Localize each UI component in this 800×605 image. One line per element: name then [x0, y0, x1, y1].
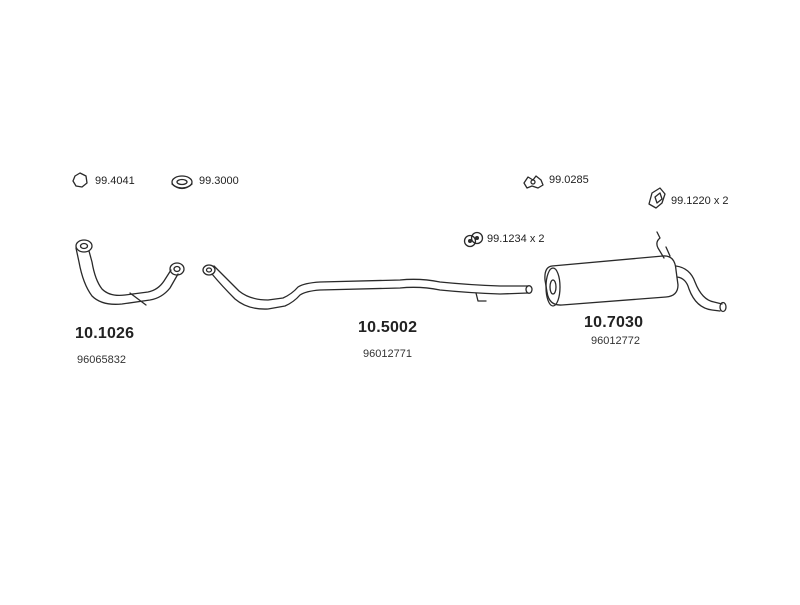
- front-pipe-drawing: [75, 239, 185, 306]
- flange-gasket-code: 99.1220 x 2: [671, 195, 729, 207]
- rear-silencer-drawing: [544, 231, 727, 313]
- rubber-hanger-icon: [463, 231, 484, 248]
- middle-pipe-code: 10.5002: [358, 319, 418, 336]
- rear-silencer-code: 10.7030: [584, 314, 644, 331]
- middle-pipe-oem: 96012771: [363, 348, 412, 360]
- gasket-ring-icon: [171, 175, 193, 190]
- mount-clip-code: 99.0285: [549, 174, 589, 186]
- middle-pipe-drawing: [202, 264, 533, 310]
- gasket-ring-code: 99.3000: [199, 175, 239, 187]
- flange-gasket-icon: [648, 187, 666, 209]
- clamp-ring-icon: [72, 172, 88, 188]
- front-pipe-oem: 96065832: [77, 354, 126, 366]
- rubber-hanger-code: 99.1234 x 2: [487, 233, 545, 245]
- rear-silencer-oem: 96012772: [591, 335, 640, 347]
- front-pipe-code: 10.1026: [75, 325, 135, 342]
- mount-clip-icon: [523, 175, 544, 189]
- clamp-ring-code: 99.4041: [95, 175, 135, 187]
